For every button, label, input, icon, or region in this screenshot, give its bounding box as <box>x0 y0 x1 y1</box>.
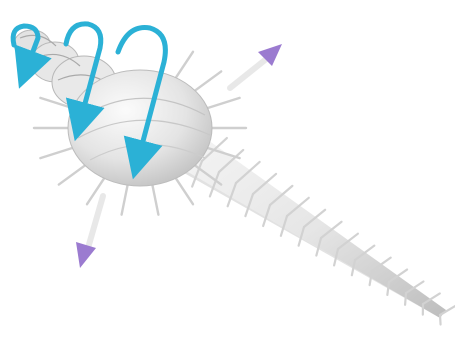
direction-arrow-down-left <box>76 196 103 268</box>
direction-arrow-up-right <box>230 44 282 88</box>
canal-spine <box>405 293 406 305</box>
canal-spine <box>440 315 441 324</box>
